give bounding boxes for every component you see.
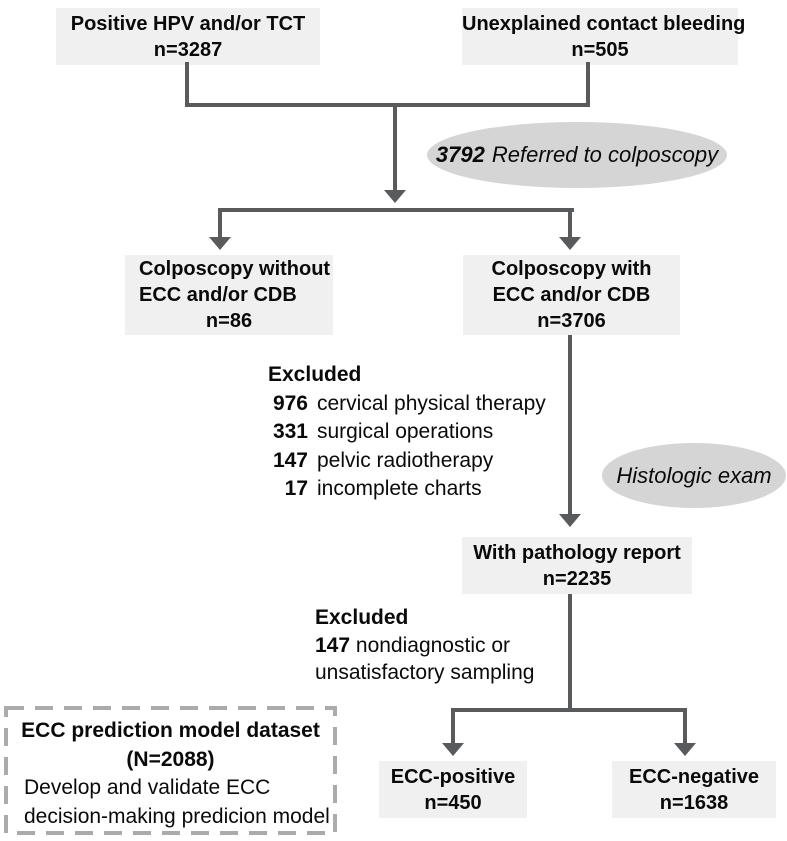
box-ecc-negative-label: ECC-negative [628,765,760,788]
arrowhead-ecc-negative-icon [674,743,696,756]
box-colposcopy-with-line1: Colposcopy with [491,258,652,280]
exclusions-colposcopy-title: Excluded [268,363,362,386]
exclusion-reason: pelvic radiotherapy [317,448,494,472]
box-ecc-negative: ECC-negative n=1638 [612,761,776,818]
exclusion-reason: surgical operations [317,420,494,443]
dataset-desc-line2: decision-making predicion model [24,804,330,828]
arrowhead-ecc-positive-icon [442,743,464,756]
exclusions-pathology-line1: 147 nondiagnostic or [315,632,534,660]
box-ecc-positive-count: n=450 [424,791,482,814]
connector-merge-vertical [393,103,397,191]
histologic-exam-label: Histologic exam [616,462,772,488]
note-exclusions-colposcopy: Excluded 976 cervical physical therapy 3… [268,361,546,504]
arrowhead-pathology-icon [559,514,581,527]
box-colposcopy-without-count: n=86 [205,310,253,332]
box-unexplained-bleeding-count: n=505 [571,38,629,61]
box-ecc-positive-label: ECC-positive [390,765,516,788]
box-positive-hpv-tct-count: n=3287 [153,38,223,61]
ellipse-referred-colposcopy: 3792 Referred to colposcopy [427,122,727,188]
exclusion-reason: incomplete charts [317,477,482,500]
box-prediction-model-dataset: ECC prediction model dataset (N=2088) De… [4,706,337,835]
dashed-border-icon [4,706,337,835]
exclusion-count: 147 [272,448,308,472]
box-pathology-report-label: With pathology report [473,541,681,564]
connector-bleeding-drop [586,62,590,107]
arrowhead-to-split-icon [384,190,406,203]
box-ecc-negative-count: n=1638 [659,791,729,814]
exclusion-reason: cervical physical therapy [317,391,546,415]
box-positive-hpv-tct: Positive HPV and/or TCT n=3287 [56,8,320,65]
dataset-title: ECC prediction model dataset [21,719,320,742]
box-colposcopy-without-line2: ECC and/or CDB [139,284,297,306]
exclusion-count: 976 [272,391,308,415]
exclusions-pathology-line2: unsatisfactory sampling [315,661,535,684]
exclusions-colposcopy-list: 976 cervical physical therapy 331 surgic… [268,390,546,504]
box-positive-hpv-tct-label: Positive HPV and/or TCT [70,12,306,35]
connector-hpv-drop [185,62,189,107]
connector-split2-horizontal [451,708,687,712]
connector-merge-horizontal [185,103,590,107]
box-ecc-positive: ECC-positive n=450 [379,761,527,818]
arrowhead-colpo-with-icon [559,237,581,250]
dataset-size: (N=2088) [126,747,215,771]
connector-split1-left-arm [218,208,222,238]
referred-count: 3792 [435,142,485,167]
box-colposcopy-with-count: n=3706 [537,310,606,332]
connector-split1-right-arm [568,208,572,238]
exclusion-count: 331 [272,420,308,443]
box-colposcopy-with: Colposcopy with ECC and/or CDB n=3706 [463,255,680,335]
arrowhead-colpo-without-icon [209,237,231,250]
box-unexplained-bleeding: Unexplained contact bleeding n=505 [462,8,746,65]
box-colposcopy-without-line1: Colposcopy without [139,258,331,280]
connector-split2-left-arm [451,708,455,744]
note-exclusions-pathology: Excluded 147 nondiagnostic or unsatisfac… [315,604,534,687]
exclusion-reason: nondiagnostic or [355,633,510,657]
connector-pathology-down [568,594,572,710]
connector-split1-horizontal [218,208,574,212]
exclusion-count: 147 [315,633,351,657]
box-colposcopy-without: Colposcopy without ECC and/or CDB n=86 [125,255,333,335]
referred-label: Referred to colposcopy [491,142,719,167]
box-colposcopy-with-line2: ECC and/or CDB [492,284,651,306]
dataset-desc-line1: Develop and validate ECC [24,776,271,799]
box-pathology-report: With pathology report n=2235 [462,537,692,594]
ellipse-histologic-exam: Histologic exam [602,443,786,508]
prediction-model-dataset-content: ECC prediction model dataset (N=2088) De… [4,706,337,835]
connector-colpo-to-pathology [568,335,572,515]
box-pathology-report-count: n=2235 [542,567,612,590]
box-unexplained-bleeding-label: Unexplained contact bleeding [462,12,746,35]
connector-split2-right-arm [683,708,687,744]
exclusion-count: 17 [284,477,308,500]
exclusions-pathology-title: Excluded [315,606,409,629]
